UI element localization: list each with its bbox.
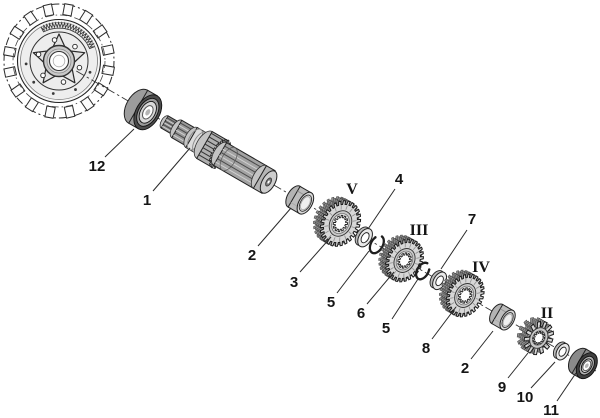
shim-washer-4 xyxy=(354,226,373,248)
gear-4th-iv xyxy=(438,269,485,318)
leader-line-7 xyxy=(440,229,468,270)
part-number-label-7: 7 xyxy=(468,211,476,228)
bearing-12 xyxy=(123,88,163,131)
part-number-label-4: 4 xyxy=(395,171,404,188)
leader-line-2 xyxy=(470,330,494,360)
splined-bore xyxy=(457,287,473,304)
part-number-label-6: 6 xyxy=(357,305,365,322)
gear-roman-numeral-IV: IV xyxy=(472,259,490,276)
leader-line-6 xyxy=(366,271,395,305)
clutch-housing xyxy=(3,3,115,119)
gear-roman-numeral-III: III xyxy=(410,222,429,239)
clutch-drum-tab xyxy=(24,97,40,113)
clutch-drum-tab xyxy=(62,3,74,17)
clutch-drum-tab xyxy=(9,25,25,40)
part-number-label-11: 11 xyxy=(543,402,559,418)
gear-3rd-iii xyxy=(378,234,424,283)
part-number-label-10: 10 xyxy=(517,389,534,406)
roller-cage-2b xyxy=(489,303,516,331)
clutch-drum-tab xyxy=(23,10,38,26)
part-number-label-3: 3 xyxy=(290,274,298,291)
leader-line-4 xyxy=(367,188,396,230)
part-number-label-9: 9 xyxy=(498,379,506,396)
roller-cage-2a xyxy=(285,185,315,215)
clutch-drum-tab xyxy=(10,83,26,98)
snap-ring-5a xyxy=(368,235,385,255)
clutch-bolt-hole xyxy=(72,43,78,50)
leader-line-3 xyxy=(299,236,332,273)
splined-bore xyxy=(532,330,546,346)
clutch-drum-tab xyxy=(101,44,115,56)
part-number-label-12: 12 xyxy=(89,158,106,175)
leader-line-2 xyxy=(257,207,292,247)
gear-2nd-ii xyxy=(516,317,555,356)
clutch-bolt-hole xyxy=(76,64,83,71)
shim-washer-10 xyxy=(552,341,570,361)
leader-line-11 xyxy=(556,372,577,402)
clutch-drum-tab xyxy=(42,3,55,17)
clutch-drum-tab xyxy=(63,105,76,119)
main-shaft-1 xyxy=(159,115,278,194)
clutch-drum-tab xyxy=(44,105,56,119)
splined-bore xyxy=(332,214,349,233)
clutch-bolt-hole xyxy=(60,79,67,85)
leader-line-10 xyxy=(530,361,556,389)
clutch-bolt-hole xyxy=(35,51,42,58)
clutch-drum-tab xyxy=(78,9,94,25)
splined-bore xyxy=(397,252,412,269)
leader-line-12 xyxy=(104,128,135,158)
gear-roman-numeral-V: V xyxy=(346,181,358,198)
bearing-11 xyxy=(567,347,598,380)
snap-ring-5b xyxy=(414,261,431,281)
clutch-drum-tab xyxy=(101,64,115,76)
clutch-drum-tab xyxy=(3,46,17,58)
clutch-drum-tab xyxy=(93,82,109,97)
gear-5th-v xyxy=(313,196,362,247)
leader-line-9 xyxy=(507,352,529,379)
part-number-label-5: 5 xyxy=(327,294,335,311)
clutch-bolt-hole xyxy=(40,72,46,79)
gear-roman-numeral-II: II xyxy=(541,305,553,322)
part-number-label-5: 5 xyxy=(382,320,390,337)
part-number-label-2: 2 xyxy=(248,247,256,264)
clutch-gear-teeth xyxy=(40,21,95,50)
part-number-label-8: 8 xyxy=(422,340,430,357)
leader-line-5 xyxy=(336,250,370,294)
part-number-label-2: 2 xyxy=(461,360,469,377)
clutch-bolt-hole xyxy=(51,37,58,43)
leader-line-1 xyxy=(152,147,191,192)
leader-line-8 xyxy=(431,306,457,340)
part-number-label-1: 1 xyxy=(143,192,151,209)
clutch-drum-tab xyxy=(92,24,108,39)
clutch-drum-tab xyxy=(3,66,17,78)
leader-line-5 xyxy=(391,278,419,320)
clutch-drum-tab xyxy=(80,96,95,112)
